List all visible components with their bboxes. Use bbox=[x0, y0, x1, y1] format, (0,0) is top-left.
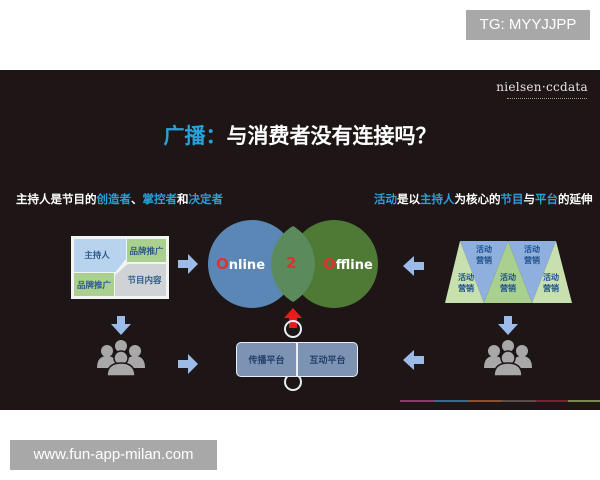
flow-arrows bbox=[97, 220, 572, 391]
caption-text: 是以 bbox=[397, 192, 420, 206]
caption-text: 主持人是节目的 bbox=[16, 192, 97, 206]
platform-box: 传播平台 互动平台 bbox=[236, 342, 358, 377]
tg-badge: TG: MYYJJPP bbox=[466, 10, 590, 40]
brand-cell-top: 品牌推广 bbox=[127, 239, 166, 262]
tri-label: 活动营销 bbox=[476, 245, 492, 265]
offline-label: Offline bbox=[323, 255, 373, 273]
program-box: 主持人 品牌推广 品牌推广 节目内容 bbox=[71, 236, 169, 299]
content-cell: 节目内容 bbox=[115, 264, 166, 296]
color-bar-divider bbox=[400, 400, 600, 402]
slide: nielsen·ccdata 广播：与消费者没有连接吗？ 主持人是节目的创造者、… bbox=[0, 70, 600, 410]
audience-icon-left bbox=[97, 340, 145, 377]
arrow-right-icon bbox=[178, 254, 198, 274]
caption-text: 与 bbox=[523, 192, 536, 206]
caption-highlight: 主持人 bbox=[420, 192, 455, 206]
tri-label: 活动营销 bbox=[500, 273, 516, 293]
audience-icon-right bbox=[484, 340, 532, 377]
caption-highlight: 掌控者 bbox=[142, 192, 178, 206]
right-caption: 活动是以主持人为核心的节目与平台的延伸 bbox=[374, 191, 593, 207]
caption-text: 和 bbox=[177, 192, 189, 206]
tri-label: 活动营销 bbox=[458, 273, 474, 293]
arrow-down-icon bbox=[498, 316, 518, 335]
caption-highlight: 活动 bbox=[374, 192, 397, 206]
tri-label: 活动营销 bbox=[543, 273, 559, 293]
link-ring-top bbox=[284, 320, 302, 338]
caption-highlight: 决定者 bbox=[188, 192, 224, 206]
caption-highlight: 节目 bbox=[500, 192, 524, 206]
caption-text: 为核心的 bbox=[454, 192, 501, 206]
broadcast-platform: 传播平台 bbox=[248, 356, 285, 366]
arrow-left-icon bbox=[403, 256, 424, 276]
venn-middle-label: 2 bbox=[286, 254, 297, 272]
offline-circle bbox=[290, 220, 378, 308]
caption-highlight: 平台 bbox=[535, 192, 558, 206]
caption-text: 、 bbox=[131, 192, 143, 206]
slide-title: 广播：与消费者没有连接吗？ bbox=[0, 120, 600, 150]
logo-underline bbox=[507, 98, 587, 99]
nielsen-logo: nielsen·ccdata bbox=[496, 80, 588, 94]
interactive-platform: 互动平台 bbox=[309, 356, 346, 366]
title-rest: 与消费者没有连接吗？ bbox=[226, 124, 437, 148]
left-caption: 主持人是节目的创造者、掌控者和决定者 bbox=[16, 191, 223, 207]
online-label: Online bbox=[216, 255, 266, 273]
arrow-up-icon bbox=[284, 308, 302, 328]
arrow-left-icon bbox=[403, 350, 424, 370]
tri-label: 活动营销 bbox=[524, 245, 540, 265]
platform-divider bbox=[296, 343, 298, 376]
online-circle bbox=[208, 220, 296, 308]
brand-cell-bottom: 品牌推广 bbox=[74, 273, 114, 296]
url-badge: www.fun-app-milan.com bbox=[10, 440, 217, 470]
caption-highlight: 创造者 bbox=[96, 192, 132, 206]
host-cell: 主持人 bbox=[74, 239, 126, 272]
activity-triangles bbox=[445, 241, 572, 303]
caption-text: 的延伸 bbox=[558, 192, 593, 206]
arrow-down-icon bbox=[111, 316, 131, 335]
title-highlight: 广播： bbox=[163, 124, 227, 148]
arrow-right-icon bbox=[178, 354, 198, 374]
